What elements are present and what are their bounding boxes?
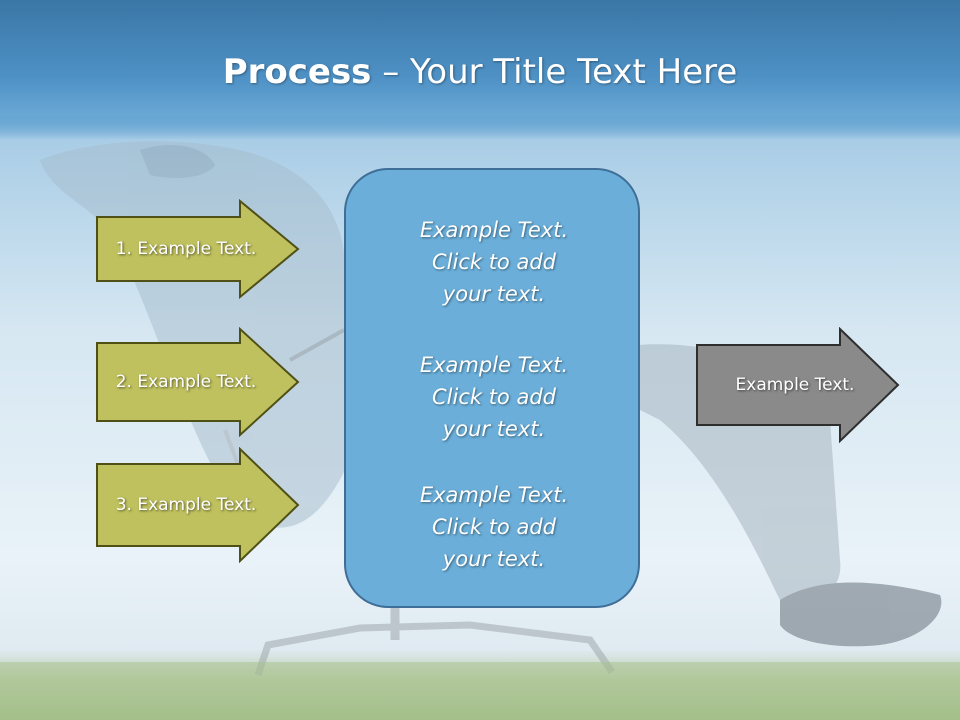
output-arrow-fill — [696, 327, 900, 443]
arrow-shape — [696, 327, 900, 443]
input-arrow-1-label: 1. Example Text. — [115, 239, 257, 259]
center-paragraph-3: Example Text. Click to add your text. — [346, 479, 642, 575]
title-band — [0, 0, 960, 140]
input-arrow-3-label: 3. Example Text. — [115, 495, 257, 515]
arrow-fill — [96, 199, 300, 299]
arrow-shape — [96, 199, 300, 299]
title-rest: – Your Title Text Here — [371, 52, 738, 92]
center-paragraph-2-line-3: your text. — [442, 417, 546, 441]
center-paragraph-2-line-2: Click to add — [431, 385, 556, 409]
title-bold: Process — [222, 52, 372, 92]
center-paragraph-2: Example Text. Click to add your text. — [346, 349, 642, 445]
center-paragraph-3-line-2: Click to add — [431, 515, 556, 539]
arrow-shape — [96, 327, 300, 437]
input-arrow-2[interactable]: 2. Example Text. — [95, 327, 300, 437]
center-paragraph-1: Example Text. Click to add your text. — [346, 214, 642, 310]
output-arrow[interactable]: Example Text. — [695, 327, 900, 443]
center-paragraph-3-line-1: Example Text. — [419, 483, 569, 507]
center-process-box[interactable]: Example Text. Click to add your text. Ex… — [344, 168, 640, 608]
arrow-shape — [96, 447, 300, 563]
slide-title[interactable]: Process – Your Title Text Here — [0, 52, 960, 92]
input-arrow-2-label: 2. Example Text. — [115, 372, 257, 392]
center-paragraph-2-line-1: Example Text. — [419, 353, 569, 377]
input-arrow-3[interactable]: 3. Example Text. — [95, 447, 300, 563]
center-paragraph-1-line-1: Example Text. — [419, 218, 569, 242]
arrow-fill — [96, 327, 300, 437]
center-paragraph-1-line-3: your text. — [442, 282, 546, 306]
output-arrow-label: Example Text. — [735, 375, 855, 395]
center-paragraph-3-line-3: your text. — [442, 547, 546, 571]
arrow-fill — [96, 447, 300, 563]
input-arrow-1[interactable]: 1. Example Text. — [95, 199, 300, 299]
center-paragraph-1-line-2: Click to add — [431, 250, 556, 274]
